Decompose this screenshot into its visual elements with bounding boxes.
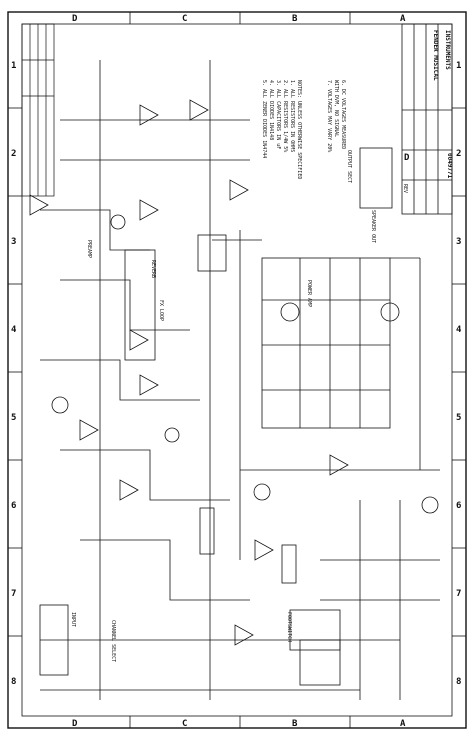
zone-number-left-3: 3 — [11, 237, 16, 247]
zone-numbers-left: 1 2 3 4 5 6 7 8 — [11, 61, 17, 687]
notes-line-8: 7. VOLTAGES MAY VARY 20% — [326, 80, 332, 152]
zone-number-right-6: 6 — [456, 501, 461, 511]
title-company-line-1: FENDER MUSICAL — [432, 30, 439, 81]
label-reverb: REVERB — [150, 260, 156, 278]
notes-line-5: 5. ALL ZENER DIODES 1N4744 — [261, 80, 267, 158]
zone-number-left-5: 5 — [11, 413, 16, 423]
title-sheet-size: D — [404, 153, 410, 163]
zone-number-right-1: 1 — [456, 61, 461, 71]
zone-number-right-3: 3 — [456, 237, 461, 247]
zone-number-right-4: 4 — [456, 325, 462, 335]
notes-line-4: 4. ALL DIODES 1N4148 — [268, 80, 274, 140]
title-revision: REV — [402, 184, 408, 193]
sheet-border-inner — [21, 23, 453, 717]
title-block — [401, 23, 453, 215]
zone-number-left-8: 8 — [11, 677, 16, 687]
notes-line-3: 3. ALL CAPACITORS IN uF — [275, 80, 281, 149]
zone-letter-top-4: A — [400, 14, 406, 24]
label-preamp: PREAMP — [86, 240, 92, 258]
zone-number-left-4: 4 — [11, 325, 17, 335]
label-speaker-out: SPEAKER OUT — [370, 210, 376, 243]
notes-line-2: 2. ALL RESISTORS 1/4W 5% — [282, 80, 288, 152]
zone-number-left-7: 7 — [11, 589, 16, 599]
label-power-amp: POWER AMP — [306, 280, 312, 307]
zone-number-right-5: 5 — [456, 413, 461, 423]
label-fx-loop: FX LOOP — [158, 300, 164, 321]
label-channel-select: CHANNEL SELECT — [110, 620, 116, 662]
notes-line-7: WITH DVM, NO SIGNAL — [333, 80, 339, 137]
title-company-line-2: INSTRUMENTS — [444, 30, 451, 70]
label-footswitch: FOOTSWITCH — [286, 612, 292, 642]
zone-letter-top-2: C — [182, 14, 187, 24]
notes-block: NOTES: UNLESS OTHERWISE SPECIFIED 1. ALL… — [261, 80, 346, 179]
zone-number-left-1: 1 — [11, 61, 16, 71]
zone-number-right-8: 8 — [456, 677, 461, 687]
sheet-border-outer — [7, 11, 467, 729]
zone-numbers-right: 1 2 3 4 5 6 7 8 — [456, 61, 462, 687]
notes-header: NOTES: UNLESS OTHERWISE SPECIFIED — [296, 80, 302, 179]
zone-letter-bottom-2: C — [182, 719, 187, 729]
zone-number-left-6: 6 — [11, 501, 16, 511]
revision-block — [21, 23, 55, 197]
zone-letter-bottom-3: B — [292, 719, 298, 729]
zone-letter-top-1: D — [72, 14, 78, 24]
zone-number-right-7: 7 — [456, 589, 461, 599]
title-part-number: 0049771 — [446, 153, 453, 179]
label-output-section: OUTPUT SECT — [346, 150, 352, 183]
zone-letter-bottom-1: D — [72, 719, 78, 729]
zone-letter-bottom-4: A — [400, 719, 406, 729]
circuit-wiring — [29, 60, 440, 700]
label-input: INPUT — [70, 612, 76, 627]
zone-ticks — [8, 12, 466, 728]
notes-line-1: 1. ALL RESISTORS IN OHMS — [289, 80, 295, 152]
notes-line-6: 6. DC VOLTAGES MEASURED — [340, 80, 346, 149]
zone-letter-top-3: B — [292, 14, 298, 24]
zone-number-right-2: 2 — [456, 149, 461, 159]
zone-number-left-2: 2 — [11, 149, 16, 159]
